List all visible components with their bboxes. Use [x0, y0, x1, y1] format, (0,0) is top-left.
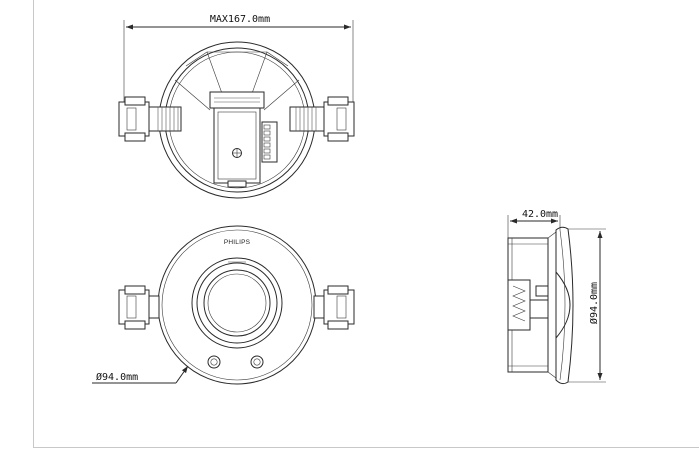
side-spring-clip	[507, 279, 549, 331]
drawing-frame	[33, 0, 699, 448]
right-spring-clip	[289, 96, 355, 142]
front-view: PHILIPS	[92, 225, 355, 385]
left-spring-clip	[118, 96, 182, 142]
indicator-leds	[207, 355, 264, 369]
front-diameter-dimension: Ø94.0mm	[92, 365, 189, 384]
front-outer-rim	[157, 225, 317, 385]
side-view: 42.0mm Ø94.0mm	[507, 209, 606, 385]
front-left-clip	[118, 285, 160, 330]
side-lens-dome	[555, 271, 571, 339]
sensor-lens	[191, 257, 283, 349]
dip-switch	[261, 121, 278, 163]
front-diameter-label: Ø94.0mm	[96, 371, 138, 383]
top-view: MAX167.0mm	[118, 14, 355, 199]
screw-icon	[232, 148, 242, 158]
depth-label: 42.0mm	[522, 209, 558, 220]
brand-label: PHILIPS	[224, 239, 251, 246]
side-diameter-dimension: Ø94.0mm	[568, 228, 606, 383]
terminal-block	[209, 91, 265, 188]
side-diameter-label: Ø94.0mm	[588, 282, 600, 324]
max-width-label: MAX167.0mm	[210, 14, 270, 25]
side-flange	[555, 226, 574, 385]
depth-dimension: 42.0mm	[507, 209, 561, 245]
max-width-dimension: MAX167.0mm	[123, 14, 354, 110]
front-right-clip	[313, 285, 355, 330]
